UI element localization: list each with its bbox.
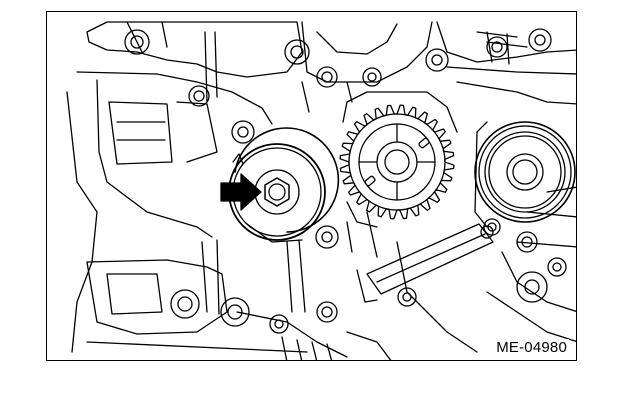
diagram-frame: ME-04980 [46,11,577,361]
engine-illustration [47,12,577,361]
arrow-right-icon [221,174,261,210]
idler-pulley-right [475,122,575,227]
bolt-bosses [125,29,566,333]
tensioner-pulley [229,128,338,242]
figure-code: ME-04980 [494,339,569,356]
gear-icon [340,92,457,227]
engine-housing [67,22,577,361]
angled-rod [357,224,493,302]
